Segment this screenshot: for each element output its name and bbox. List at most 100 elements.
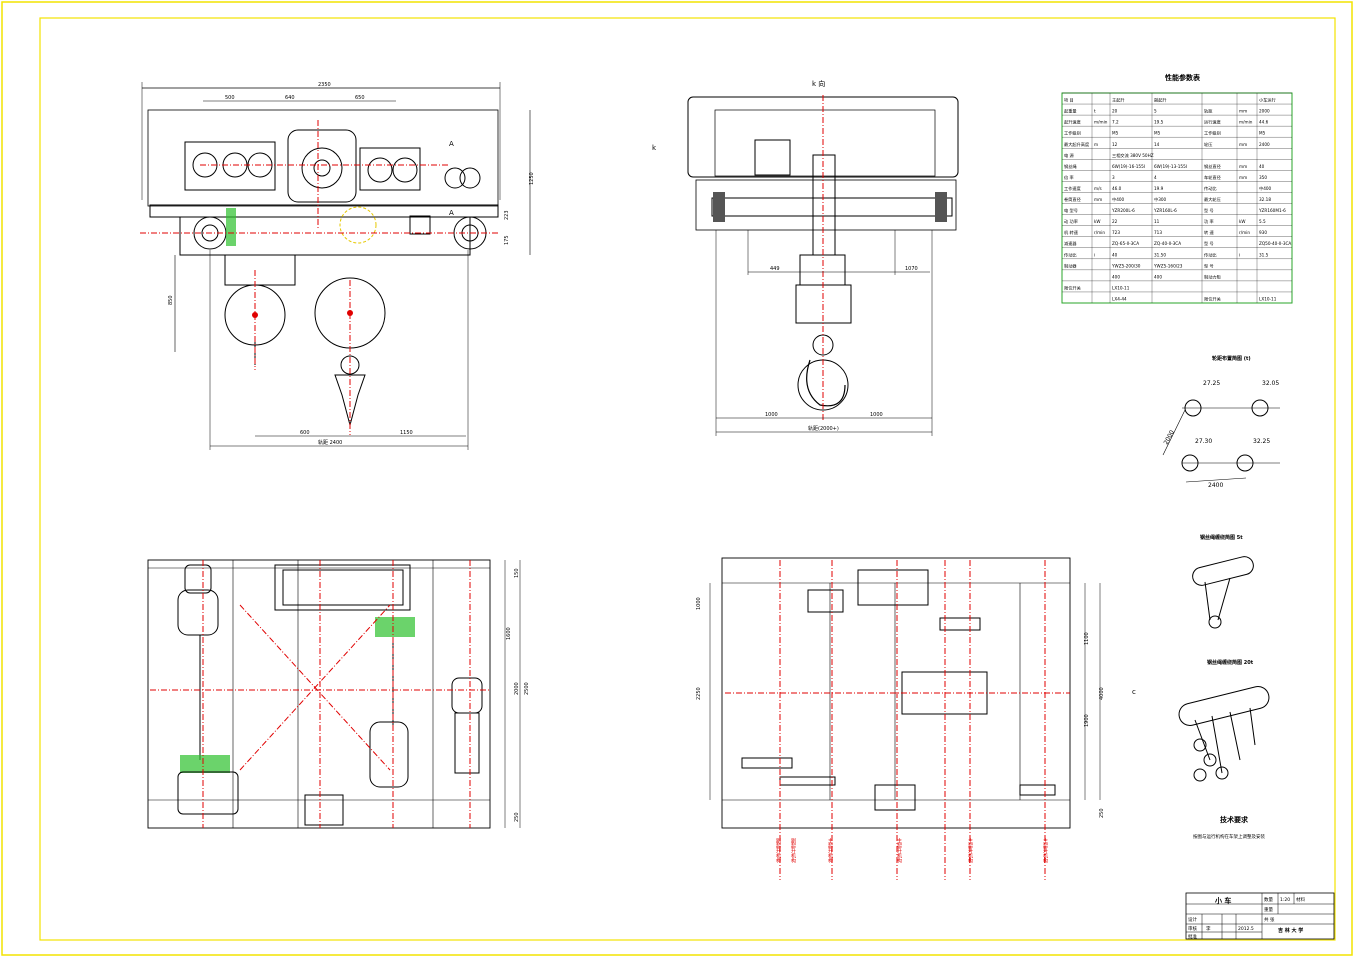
dim-height: 1250 <box>529 172 535 185</box>
tb-date: 2012.5 <box>1238 926 1254 932</box>
param-cell: 中300 <box>1154 196 1167 203</box>
legend-v-4: 主起升机构 <box>967 837 973 864</box>
param-cell: ZQ-65-II-3CA <box>1112 241 1139 246</box>
rope-title-1: 钢丝绳缠绕简图 5t <box>1200 534 1243 541</box>
param-cell: 工作级别 <box>1204 130 1221 137</box>
param-cell: 传动比 <box>1064 251 1077 258</box>
param-cell: 工作速度 <box>1064 185 1082 192</box>
dim-total: 2350 <box>318 82 331 88</box>
param-cell: YWZ5-200/30 <box>1111 263 1141 268</box>
plan-dim-5: 250 <box>514 812 520 822</box>
frame-dim-left-a: 1000 <box>696 597 702 610</box>
side-dim-total: 轨距(2000+) <box>808 425 839 432</box>
notes-title: 技术要求 <box>1220 815 1249 824</box>
tb-approved: 批准 <box>1188 933 1197 940</box>
param-cell: 4 <box>1154 175 1157 180</box>
notes-line-1: 按图与运行机构在车架上调整及安装 <box>1193 833 1265 840</box>
param-cell: M5 <box>1154 131 1161 136</box>
param-cell: M5 <box>1259 131 1266 136</box>
legend-v-1: 副起升机构 <box>790 837 796 864</box>
param-cell: 车轮直径 <box>1204 174 1221 181</box>
param-cell: 40 <box>1259 164 1265 169</box>
frame-dim-mid2: 1900 <box>1084 714 1090 727</box>
param-cell: 46.0 <box>1112 186 1122 191</box>
param-cell: 型 号 <box>1204 240 1214 247</box>
param-cell: 制动力矩 <box>1204 273 1221 280</box>
param-cell: 电 源 <box>1064 152 1075 159</box>
wheel-layout-title: 轮距布置简图 (t) <box>1212 355 1251 362</box>
param-cell: m/min <box>1239 120 1253 125</box>
param-cell: 19.5 <box>1154 120 1164 125</box>
param-cell: 轨距 <box>1204 108 1212 115</box>
param-cell: 传动比 <box>1204 185 1217 192</box>
param-cell: 5.5 <box>1259 219 1266 224</box>
plan-dim-2: 1600 <box>506 627 512 640</box>
dim-bottom-right: 1150 <box>400 430 413 436</box>
wheel-load-bl: 27.30 <box>1195 438 1212 445</box>
param-cell: 传动比 <box>1204 251 1217 258</box>
param-cell: 钢丝直径 <box>1204 163 1221 170</box>
legend-v-3: 主起升机构 <box>896 837 902 864</box>
wheel-span-h: 2400 <box>1208 482 1223 489</box>
param-cell: LX4-44 <box>1112 297 1127 302</box>
tech-notes: 技术要求 按图与运行机构在车架上调整及安装 <box>1193 815 1265 840</box>
tb-school: 吉 林 大 学 <box>1278 927 1303 934</box>
frame-dim-mid: 1100 <box>1084 632 1090 645</box>
param-cell: r/min <box>1094 230 1105 235</box>
param-cell: 限位开关 <box>1064 284 1081 291</box>
rope-title-2: 钢丝绳缠绕简图 20t <box>1207 659 1254 666</box>
param-cell: 中400 <box>1112 196 1125 203</box>
param-cell: 电 型号 <box>1064 207 1078 214</box>
tb-qty-label: 数量 <box>1264 896 1273 903</box>
param-cell: kW <box>1239 219 1246 224</box>
dim-bottom-left: 600 <box>300 430 310 436</box>
param-cell: 功 率 <box>1204 218 1214 225</box>
param-cell: 31.50 <box>1154 252 1166 257</box>
param-cell: 3 <box>1112 175 1115 180</box>
param-cell: 起重量 <box>1064 108 1077 115</box>
param-cell: 型 号 <box>1204 262 1214 269</box>
wheel-load-tr: 32.05 <box>1262 380 1279 387</box>
param-cell: 2000 <box>1259 109 1270 114</box>
title-block-title: 小 车 <box>1214 896 1231 905</box>
view-k-top: k 向 <box>812 79 825 88</box>
dim-c: 650 <box>355 95 365 101</box>
param-cell: 小车运行 <box>1259 97 1276 104</box>
param-cell: 主起升 <box>1112 97 1125 104</box>
param-cell: 31.5 <box>1259 252 1269 257</box>
param-cell: 400 <box>1154 274 1162 279</box>
param-cell: 11 <box>1154 219 1160 224</box>
rope-diagrams: 钢丝绳缠绕简图 5t 钢丝绳缠绕简图 20t <box>1178 534 1270 782</box>
param-cell: 制动器 <box>1064 262 1077 269</box>
param-cell: 减速器 <box>1064 240 1077 247</box>
param-cell: t <box>1094 109 1096 114</box>
param-cell: 12 <box>1112 142 1118 147</box>
param-cell: m/s <box>1094 186 1102 191</box>
param-cell: 限位开关 <box>1204 296 1221 303</box>
plan-dim-3: 2000 <box>514 682 520 695</box>
param-cell: 32.18 <box>1259 197 1271 202</box>
param-cell: mm <box>1239 142 1247 147</box>
param-cell: 713 <box>1154 230 1162 235</box>
param-cell: 副起升 <box>1154 97 1167 104</box>
param-cell: mm <box>1239 109 1247 114</box>
param-cell: 机 转速 <box>1064 229 1079 236</box>
param-cell: M5 <box>1112 131 1119 136</box>
param-cell: 最大起升高度 <box>1064 141 1090 148</box>
param-cell: 最大轮压 <box>1204 196 1221 203</box>
param-cell: 22 <box>1112 219 1118 224</box>
params-table-title: 性能参数表 <box>1165 73 1201 82</box>
side-dim-right: 1070 <box>905 266 918 272</box>
param-cell: YZR160M1-6 <box>1258 208 1286 213</box>
param-cell: 723 <box>1112 230 1120 235</box>
front-view: 2350 500 640 650 <box>140 82 535 450</box>
param-cell: 2400 <box>1259 142 1270 147</box>
param-cell: 5 <box>1154 109 1157 114</box>
wheel-load-tl: 27.25 <box>1203 380 1220 387</box>
dim-b: 640 <box>285 95 295 101</box>
dim-a: 500 <box>225 95 235 101</box>
param-cell: m/min <box>1094 120 1108 125</box>
